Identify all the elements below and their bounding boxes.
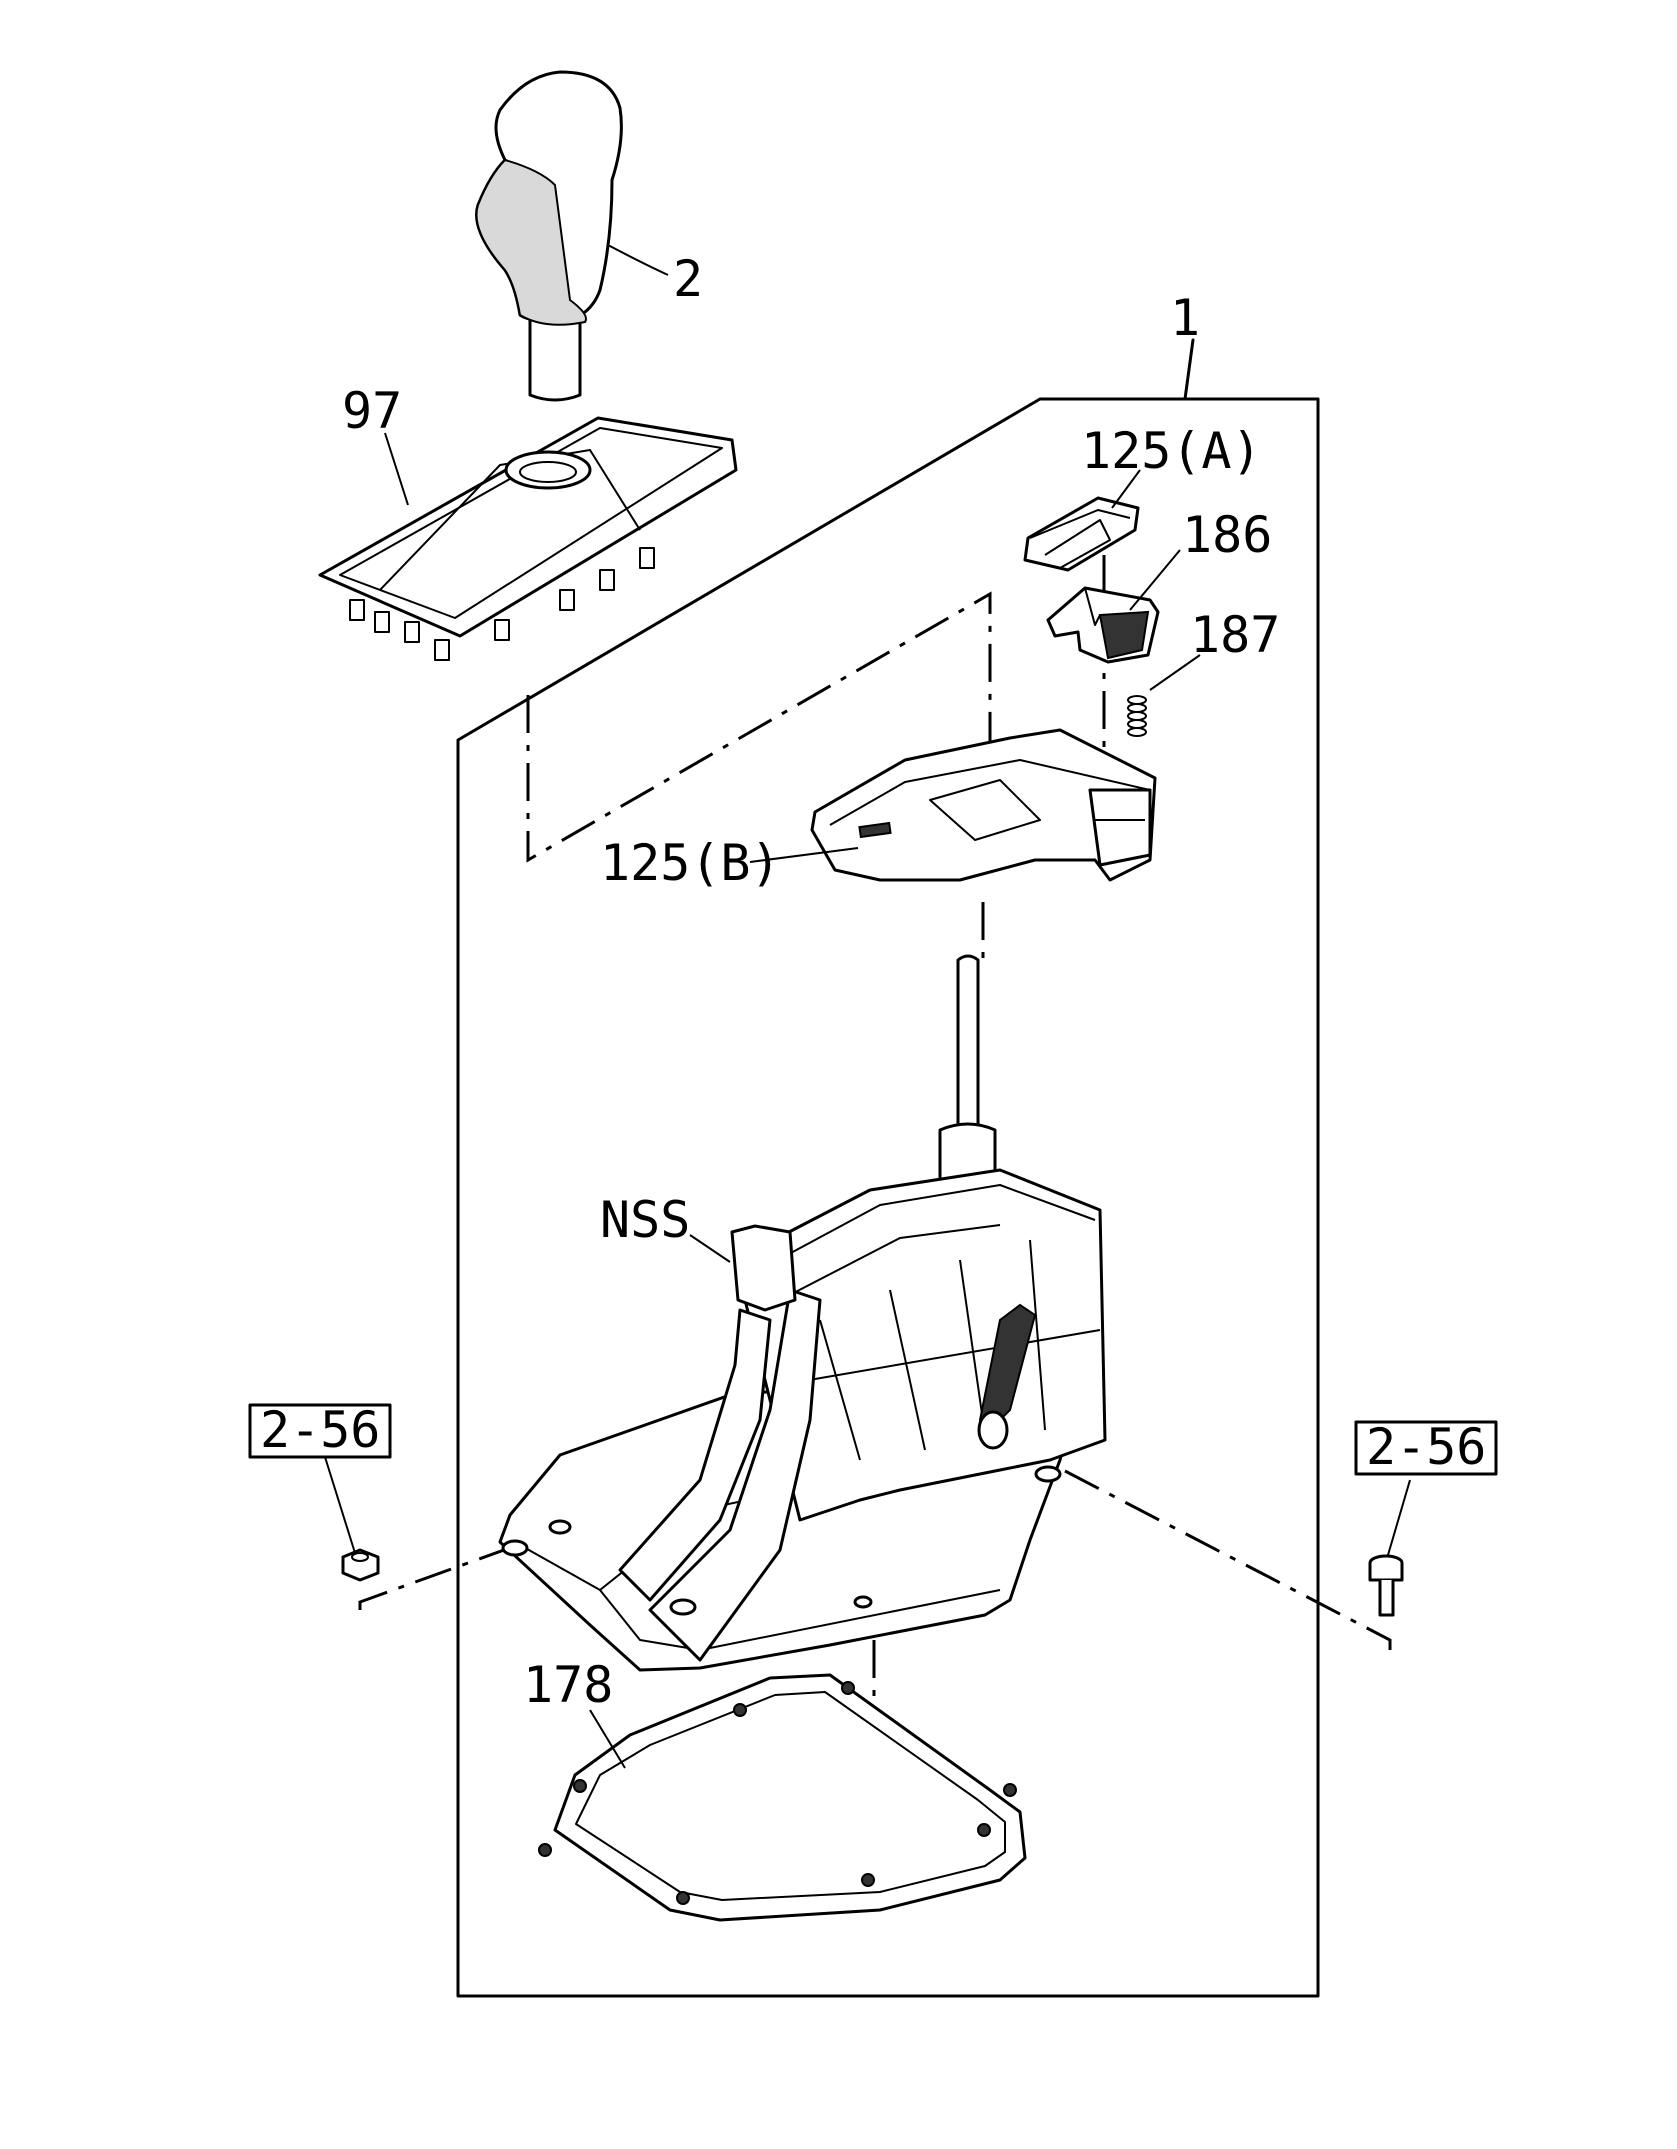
ref-tag-right-label: 2-56 (1366, 1418, 1486, 1476)
spring (1127, 695, 1147, 737)
holder (1046, 586, 1160, 664)
callout-gasket: 178 (523, 1656, 613, 1714)
nut-left (341, 1548, 380, 1582)
ref-tag-right: 2-56 (1354, 1418, 1498, 1476)
callout-nss: NSS (600, 1191, 690, 1249)
leader-lines (324, 244, 1411, 1769)
callout-labels: 1 2 97 125(A) 186 187 125(B) NSS 178 (342, 250, 1280, 1714)
callout-spring: 187 (1190, 606, 1280, 664)
callout-bezel: 97 (342, 382, 402, 440)
shift-knob (475, 70, 623, 402)
shifter-base (498, 1168, 1107, 1672)
shift-rod (938, 954, 997, 1197)
assembly-boundary (456, 338, 1320, 1998)
cover-a (1023, 496, 1140, 572)
ref-tag-left-label: 2-56 (260, 1401, 380, 1459)
callout-cover-b: 125(B) (600, 834, 781, 892)
callout-holder: 186 (1182, 506, 1272, 564)
bolt-right (1368, 1554, 1404, 1617)
ref-tag-left: 2-56 (248, 1401, 392, 1459)
shift-bezel (318, 416, 738, 661)
cover-b (810, 728, 1157, 882)
gasket (538, 1673, 1027, 1922)
callout-assembly: 1 (1170, 289, 1200, 347)
callout-cover-a: 125(A) (1081, 422, 1262, 480)
callout-knob: 2 (673, 250, 703, 308)
